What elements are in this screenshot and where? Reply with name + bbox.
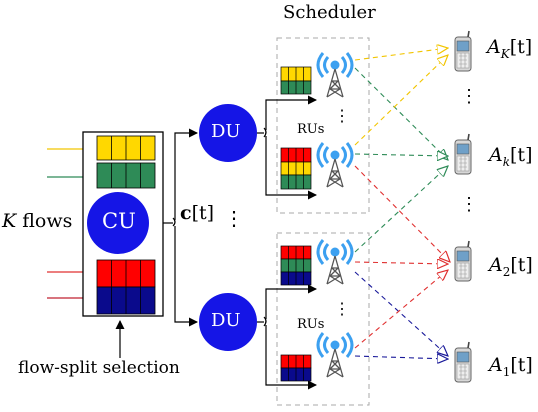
user-label-1: A1[t] bbox=[489, 354, 533, 379]
cu-node bbox=[87, 192, 149, 254]
phone-icon bbox=[454, 133, 472, 175]
user-label-k: Ak[t] bbox=[489, 144, 533, 169]
k-flows-text: flows bbox=[22, 210, 73, 232]
flow-split-selection-label: flow-split selection bbox=[18, 358, 180, 378]
ru-vdots-bottom: ⋮ bbox=[334, 299, 350, 318]
antenna-icon bbox=[316, 51, 354, 99]
du-label-bottom: DU bbox=[211, 310, 241, 331]
antenna-icon bbox=[316, 141, 354, 189]
ru-buffer-3 bbox=[280, 245, 312, 286]
du-node-top bbox=[199, 104, 257, 162]
control-vector-label: c[t] bbox=[180, 204, 214, 223]
control-vdots: ⋮ bbox=[224, 206, 244, 230]
phone-icon bbox=[454, 240, 472, 282]
ru-group-bottom bbox=[276, 232, 370, 406]
phone-icon bbox=[454, 30, 472, 72]
ru-group-top bbox=[276, 37, 370, 214]
wireless-links bbox=[354, 48, 450, 359]
cu-queue-navy bbox=[96, 286, 156, 315]
user-vdots-bottom: ⋮ bbox=[460, 194, 478, 215]
user-label-2: A2[t] bbox=[489, 254, 533, 279]
ru-buffer-1 bbox=[280, 66, 312, 95]
antenna-icon bbox=[316, 331, 354, 379]
du-label-top: DU bbox=[211, 121, 241, 142]
user-vdots-top: ⋮ bbox=[460, 86, 478, 107]
cu-queue-yellow bbox=[96, 135, 156, 161]
cu-label: CU bbox=[102, 209, 136, 233]
control-var: c bbox=[180, 202, 192, 224]
du-ru-links bbox=[257, 95, 317, 390]
ru-vdots-top: ⋮ bbox=[334, 106, 350, 125]
antenna-icon bbox=[316, 238, 354, 286]
cu-queue-red bbox=[96, 259, 156, 288]
phone-icon bbox=[454, 341, 472, 383]
cu-queue-green bbox=[96, 162, 156, 189]
cu-du-links bbox=[163, 128, 198, 327]
rus-label-top: RUs bbox=[297, 122, 325, 137]
ru-buffer-4 bbox=[280, 354, 312, 382]
ru-buffer-2 bbox=[280, 147, 312, 190]
k-flows-var: K bbox=[2, 210, 17, 232]
rus-label-bottom: RUs bbox=[297, 317, 325, 332]
du-node-bottom bbox=[199, 293, 257, 351]
user-label-K: AK[t] bbox=[487, 36, 533, 61]
k-flows-label: K flows bbox=[2, 212, 72, 231]
control-arg: [t] bbox=[191, 202, 215, 224]
scheduler-title: Scheduler bbox=[283, 2, 376, 23]
